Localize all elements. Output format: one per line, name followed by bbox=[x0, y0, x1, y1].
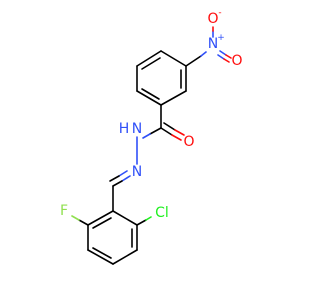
ring-double-bond-inner bbox=[92, 217, 112, 229]
c-cl-bond-c-part bbox=[136, 219, 147, 226]
amide-hydrogen-label: H bbox=[119, 121, 130, 137]
nitro-oxygen-2-label: O bbox=[231, 53, 242, 69]
structure-canvas: N + O - O O H N N bbox=[60, 8, 243, 265]
ring-bond bbox=[160, 50, 187, 67]
carbonyl-oxygen-label: O bbox=[183, 134, 194, 150]
n-o-double-bond-n-part-2 bbox=[217, 54, 225, 60]
ring-bond bbox=[136, 90, 162, 106]
ring-bond bbox=[112, 210, 138, 226]
c-o-double-bond-o-part bbox=[171, 134, 182, 141]
c-cl-bond-cl-part bbox=[145, 216, 152, 221]
imine-nitrogen-label: N bbox=[132, 164, 142, 180]
ring-bond bbox=[160, 90, 187, 106]
hydrazone-linkage: N bbox=[109, 136, 142, 187]
c-n-bond-c-part bbox=[149, 127, 162, 135]
c-n-double-bond-c-part bbox=[112, 180, 123, 187]
n-o-double-bond-o-part bbox=[225, 54, 232, 59]
fluorine-label: F bbox=[60, 203, 68, 219]
c-n-double-bond-c-part-2 bbox=[109, 175, 120, 182]
chlorofluorophenyl-ring bbox=[87, 185, 138, 265]
molecule-diagram: N + O - O O H N N bbox=[60, 8, 243, 265]
ring-bond bbox=[87, 249, 114, 265]
c-n-bond bbox=[185, 55, 202, 67]
n-o-double-bond-o-part-2 bbox=[223, 58, 230, 63]
ring-double-bond-inner bbox=[141, 88, 160, 100]
chlorine-label: Cl bbox=[155, 205, 169, 221]
nitro-nitrogen-charge: + bbox=[217, 33, 225, 43]
nitro-oxygen-1-charge: - bbox=[218, 8, 221, 18]
c-f-bond-c-part bbox=[78, 219, 89, 226]
c-o-double-bond-c-part bbox=[160, 127, 173, 136]
c-n-bond-n-part bbox=[142, 133, 151, 139]
ring-bond bbox=[112, 249, 138, 265]
c-n-bond-n-part bbox=[200, 51, 207, 57]
chloro-substituent: Cl bbox=[136, 205, 169, 226]
c-f-bond-f-part bbox=[71, 215, 80, 221]
n-o-double-bond-n-part bbox=[219, 50, 227, 56]
ring-bond bbox=[136, 50, 162, 67]
amide-nitrogen-label: N bbox=[132, 121, 142, 137]
c-n-double-bond-n-part bbox=[121, 175, 131, 182]
c-o-double-bond-o-part-2 bbox=[174, 129, 185, 136]
fluoro-substituent: F bbox=[60, 203, 89, 226]
ring-double-bond-inner bbox=[92, 247, 112, 259]
nitro-nitrogen-label: N bbox=[208, 36, 218, 52]
nitro-group: N + O - O bbox=[185, 8, 243, 69]
ring-bond bbox=[87, 210, 114, 226]
nitrophenyl-ring bbox=[136, 50, 187, 106]
hydrazide-nh: H N bbox=[119, 121, 162, 139]
c-n-double-bond-n-part-2 bbox=[118, 170, 128, 177]
carbonyl-group: O bbox=[160, 104, 195, 150]
ring-double-bond-inner bbox=[141, 57, 161, 70]
nitro-oxygen-1-label: O bbox=[207, 11, 218, 27]
c-o-double-bond-c-part-2 bbox=[163, 122, 176, 131]
